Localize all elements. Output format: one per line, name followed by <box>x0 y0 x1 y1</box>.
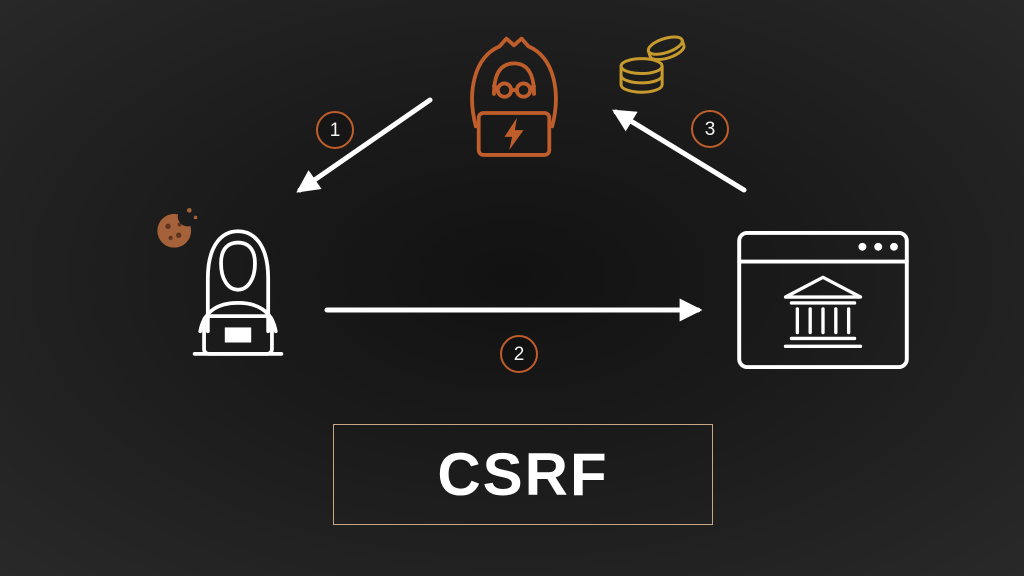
step-2-label: 2 <box>513 343 525 365</box>
hacker-icon <box>452 24 576 160</box>
hacker-laptop <box>476 111 552 157</box>
browser-dot <box>874 242 883 251</box>
browser-dot <box>890 242 898 251</box>
cookie-icon <box>152 205 200 253</box>
lightning-bolt-icon <box>504 117 524 151</box>
cookie-crumb <box>187 208 192 213</box>
cookie-crumb <box>193 215 198 220</box>
user-face <box>219 240 257 292</box>
user-laptop-logo <box>224 327 252 343</box>
step-3-label: 3 <box>704 118 716 140</box>
step-2-badge: 2 <box>500 335 538 373</box>
hacker-face <box>492 61 536 96</box>
hacker-glasses-right <box>514 81 533 99</box>
csrf-title: CSRF <box>437 441 609 508</box>
step-3-badge: 3 <box>691 110 729 148</box>
bank-icon <box>783 275 863 349</box>
csrf-title-box: CSRF <box>333 424 713 525</box>
step-1-badge: 1 <box>316 111 354 149</box>
browser-window <box>737 230 909 370</box>
browser-dot <box>858 242 867 251</box>
hacker-hood <box>470 36 558 129</box>
victim-user-icon <box>172 200 304 370</box>
arrow-step-1 <box>296 97 433 193</box>
coins-icon <box>608 30 692 104</box>
step-1-label: 1 <box>329 119 341 141</box>
bank-website-icon <box>736 230 910 370</box>
hacker-glasses-left <box>495 81 514 99</box>
user-hair <box>205 229 271 334</box>
